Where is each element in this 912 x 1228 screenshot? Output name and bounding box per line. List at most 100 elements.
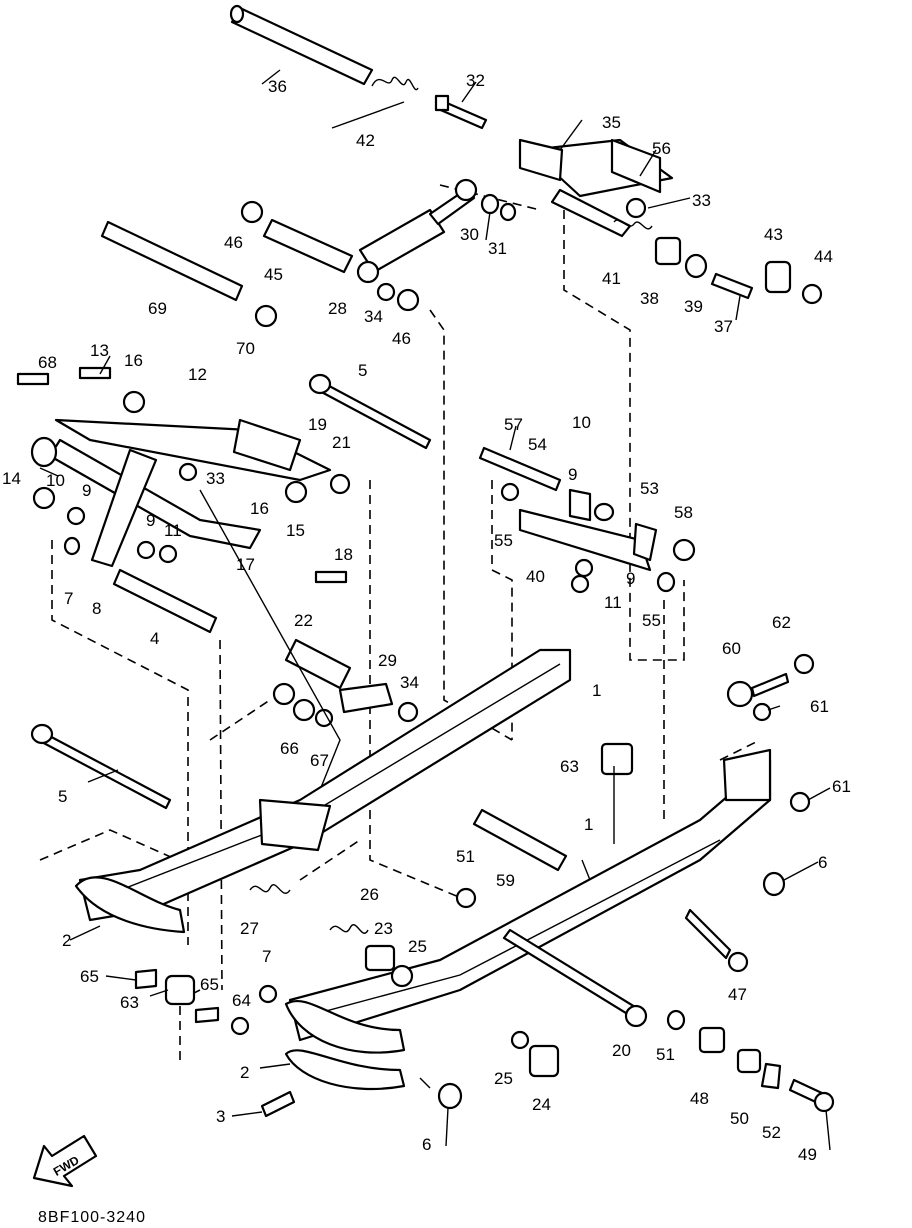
part-label: 58 xyxy=(674,503,693,522)
part-label: 69 xyxy=(148,299,167,318)
part-label: 46 xyxy=(392,329,411,348)
part-label: 10 xyxy=(46,471,65,490)
part-label: 68 xyxy=(38,353,57,372)
part-label: 70 xyxy=(236,339,255,358)
part-label: 57 xyxy=(504,415,523,434)
part-label: 55 xyxy=(494,531,513,550)
leader-lines xyxy=(39,69,831,1151)
part-label: 54 xyxy=(528,435,547,454)
part-label: 65 xyxy=(200,975,219,994)
rear-arm-35 xyxy=(518,138,674,238)
shock-absorber-30 xyxy=(356,178,517,312)
part-label: 42 xyxy=(356,131,375,150)
part-label: 27 xyxy=(240,919,259,938)
shaft-36 xyxy=(229,4,374,86)
part-label: 39 xyxy=(684,297,703,316)
part-label: 9 xyxy=(626,569,635,588)
part-label: 17 xyxy=(236,555,255,574)
part-label: 13 xyxy=(90,341,109,360)
part-label: 35 xyxy=(602,113,621,132)
part-label: 32 xyxy=(466,71,485,90)
part-label: 9 xyxy=(82,481,91,500)
part-label: 1 xyxy=(592,681,601,700)
part-label: 49 xyxy=(798,1145,817,1164)
part-label: 7 xyxy=(64,589,73,608)
part-label: 29 xyxy=(378,651,397,670)
part-label: 40 xyxy=(526,567,545,586)
part-label: 7 xyxy=(262,947,271,966)
collar-parts xyxy=(613,197,823,305)
stopper-63 xyxy=(600,742,634,776)
part-label: 33 xyxy=(692,191,711,210)
part-label: 38 xyxy=(640,289,659,308)
part-label: 60 xyxy=(722,639,741,658)
part-label: 64 xyxy=(232,991,251,1010)
shaft-69 xyxy=(100,220,278,328)
part-label: 21 xyxy=(332,433,351,452)
part-label: 11 xyxy=(164,521,182,540)
part-label: 65 xyxy=(80,967,99,986)
part-label: 12 xyxy=(188,365,207,384)
part-label: 19 xyxy=(308,415,327,434)
part-label: 1 xyxy=(584,815,593,834)
part-label: 62 xyxy=(772,613,791,632)
part-label: 3 xyxy=(216,1107,225,1126)
small-parts-lower xyxy=(134,808,835,1118)
part-number-labels: 36 42 32 35 56 33 43 44 46 45 30 31 41 3… xyxy=(2,71,851,1164)
part-label: 61 xyxy=(810,697,829,716)
part-label: 34 xyxy=(400,673,419,692)
bolt-32 xyxy=(434,94,488,130)
part-label: 52 xyxy=(762,1123,781,1142)
part-label: 9 xyxy=(568,465,577,484)
bolt-60 xyxy=(726,653,815,813)
part-label: 41 xyxy=(602,269,621,288)
part-label: 53 xyxy=(640,479,659,498)
part-label: 25 xyxy=(408,937,427,956)
part-label: 11 xyxy=(604,593,622,612)
part-label: 59 xyxy=(496,871,515,890)
part-label: 55 xyxy=(642,611,661,630)
part-label: 5 xyxy=(358,361,367,380)
part-label: 16 xyxy=(124,351,143,370)
part-label: 31 xyxy=(488,239,507,258)
shaft-45 xyxy=(240,200,354,274)
slide-rail-left xyxy=(74,648,572,934)
part-label: 26 xyxy=(360,885,379,904)
front-arm-12 xyxy=(16,366,351,584)
part-label: 22 xyxy=(294,611,313,630)
part-label: 44 xyxy=(814,247,833,266)
part-label: 37 xyxy=(714,317,733,336)
part-label: 67 xyxy=(310,751,329,770)
part-label: 20 xyxy=(612,1041,631,1060)
part-label: 36 xyxy=(268,77,287,96)
part-label: 45 xyxy=(264,265,283,284)
part-label: 33 xyxy=(206,469,225,488)
part-label: 46 xyxy=(224,233,243,252)
part-label: 51 xyxy=(456,847,475,866)
part-label: 14 xyxy=(2,469,21,488)
part-label: 5 xyxy=(58,787,67,806)
part-label: 18 xyxy=(334,545,353,564)
part-label: 43 xyxy=(764,225,783,244)
part-label: 25 xyxy=(494,1069,513,1088)
part-label: 16 xyxy=(250,499,269,518)
part-label: 51 xyxy=(656,1045,675,1064)
part-label: 34 xyxy=(364,307,383,326)
part-label: 8 xyxy=(92,599,101,618)
part-label: 47 xyxy=(728,985,747,1004)
part-label: 6 xyxy=(422,1135,431,1154)
part-label: 48 xyxy=(690,1089,709,1108)
part-label: 66 xyxy=(280,739,299,758)
part-label: 2 xyxy=(62,931,71,950)
part-label: 61 xyxy=(832,777,851,796)
part-label: 2 xyxy=(240,1063,249,1082)
spring-42 xyxy=(331,76,419,129)
forward-arrow-icon: FWD xyxy=(32,1134,98,1188)
part-label: 6 xyxy=(818,853,827,872)
part-label: 56 xyxy=(652,139,671,158)
part-label: 24 xyxy=(532,1095,551,1114)
part-label: 4 xyxy=(150,629,159,648)
part-label: 63 xyxy=(120,993,139,1012)
drawing-code: 8BF100-3240 xyxy=(38,1209,146,1226)
part-label: 15 xyxy=(286,521,305,540)
